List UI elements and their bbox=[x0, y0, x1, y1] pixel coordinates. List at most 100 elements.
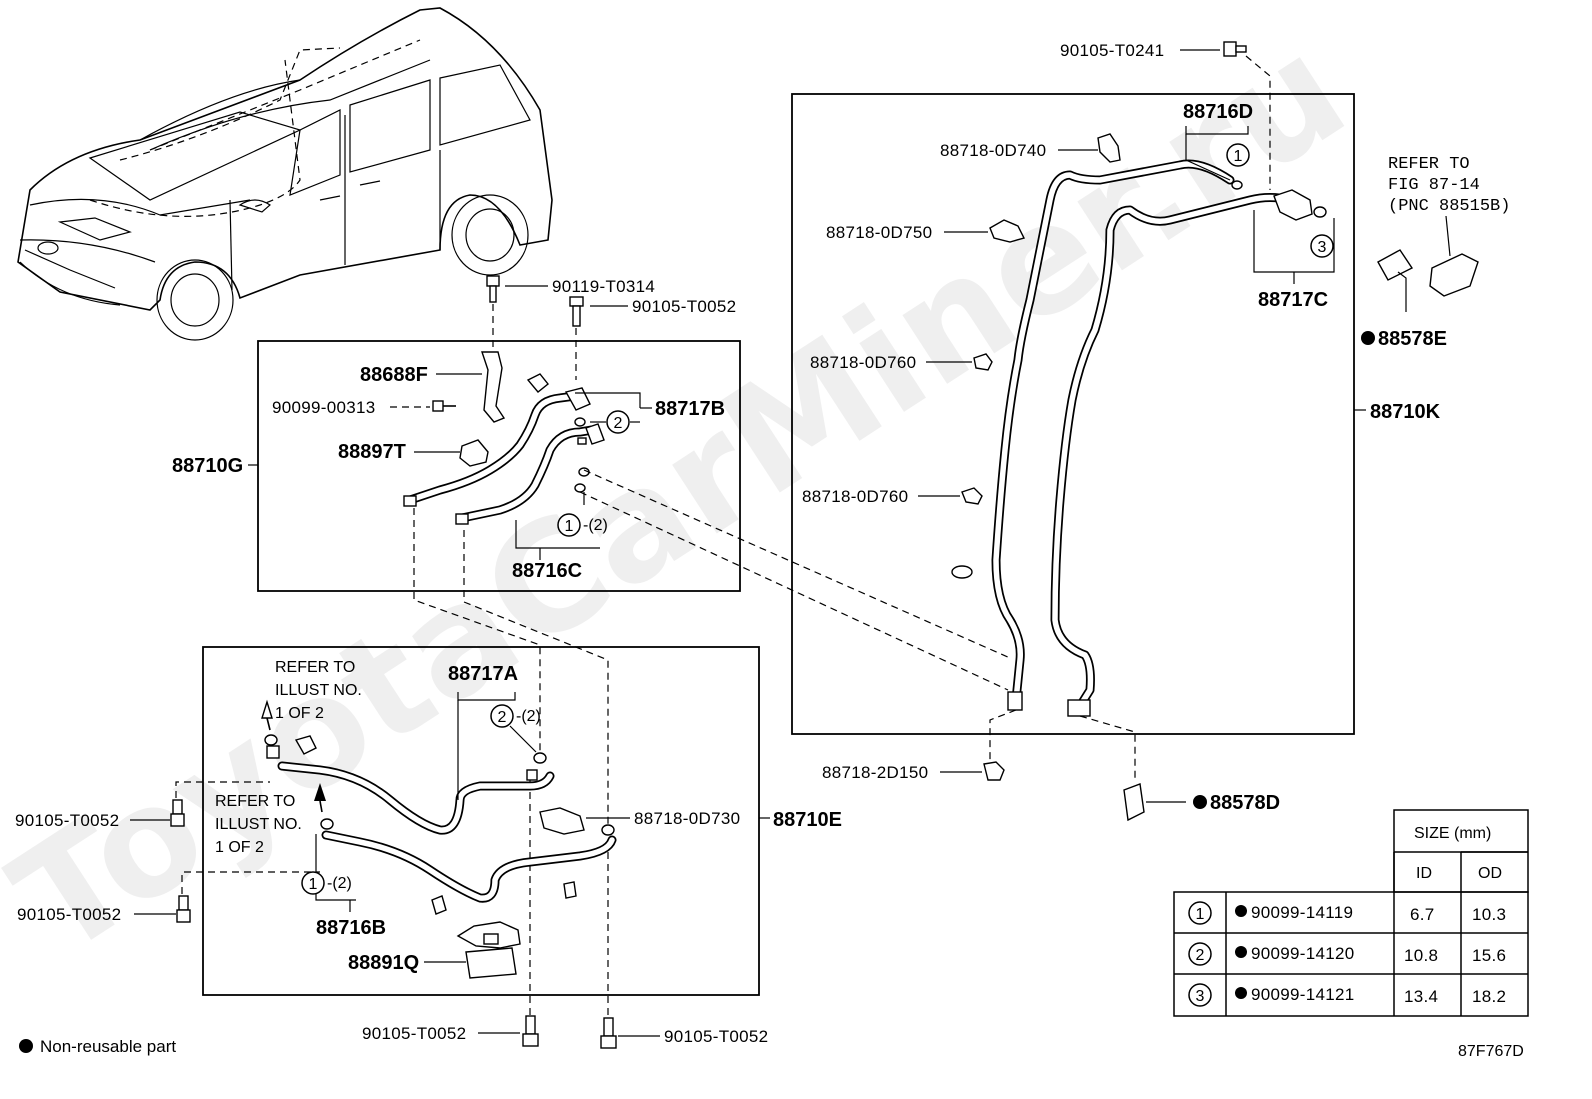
clamp-88718-0D750 bbox=[989, 219, 1026, 243]
row-2-part: 90099-14120 bbox=[1251, 944, 1355, 963]
row-2-ref: 2 bbox=[1196, 947, 1205, 964]
refer-illust-a-line3: 1 OF 2 bbox=[275, 705, 324, 722]
row-1-od: 10.3 bbox=[1472, 905, 1506, 924]
size-table-col-od: OD bbox=[1478, 865, 1502, 882]
bolt-90105-T0052-left1 bbox=[170, 799, 185, 827]
label-90105-T0052-bottom2: 90105-T0052 bbox=[664, 1027, 768, 1046]
refer-illust-b-line3: 1 OF 2 bbox=[215, 839, 264, 856]
arrow-refer-b bbox=[314, 783, 326, 801]
refer-illust-a-line1: REFER TO bbox=[275, 659, 355, 676]
grommet-ring bbox=[951, 565, 973, 579]
size-table-row-3: 3 90099-14121 13.4 18.2 bbox=[1188, 983, 1506, 1007]
bracket-88688F bbox=[481, 351, 506, 423]
assembly-box-88710K bbox=[791, 93, 1355, 735]
clip-e1 bbox=[431, 895, 447, 915]
label-90105-T0052-left1: 90105-T0052 bbox=[15, 811, 119, 830]
bolt-90119-T0314 bbox=[486, 275, 500, 352]
screw-90099-00313 bbox=[432, 400, 456, 412]
label-90099-00313: 90099-00313 bbox=[272, 398, 376, 417]
label-88717A: 88717A bbox=[448, 663, 518, 685]
label-88718-0D740: 88718-0D740 bbox=[940, 141, 1046, 160]
refer-illust-b-line2: ILLUST NO. bbox=[215, 816, 302, 833]
label-90119-T0314: 90119-T0314 bbox=[552, 277, 655, 296]
label-88710G: 88710G bbox=[172, 455, 243, 477]
refer-fig-line3: (PNC 88515B) bbox=[1388, 197, 1510, 216]
bolt-90105-T0052-bottom1 bbox=[522, 1015, 539, 1047]
size-table-header: SIZE (mm) bbox=[1414, 825, 1491, 842]
refer-fig-line2: FIG 87-14 bbox=[1388, 176, 1480, 195]
clip-e2 bbox=[563, 881, 577, 899]
size-table-row-1: 1 90099-14119 6.7 10.3 bbox=[1188, 901, 1506, 925]
tube-88716D bbox=[991, 159, 1235, 705]
label-88578D: 88578D bbox=[1210, 792, 1280, 814]
clamp-88718-0D760a bbox=[973, 353, 993, 371]
label-88716B: 88716B bbox=[316, 917, 386, 939]
size-table-row-2: 2 90099-14120 10.8 15.6 bbox=[1188, 942, 1506, 966]
tube-88717C bbox=[1050, 193, 1295, 711]
clamp-88718-2D150 bbox=[983, 761, 1005, 781]
ref-circle-3-top: 3 bbox=[1318, 239, 1327, 256]
label-88718-2D150: 88718-2D150 bbox=[822, 763, 928, 782]
tube-88717B bbox=[405, 391, 580, 505]
row-2-od: 15.6 bbox=[1472, 946, 1506, 965]
ref-circle-2-mid: 2 bbox=[614, 415, 623, 432]
label-88710E: 88710E bbox=[773, 809, 842, 831]
row-1-ref: 1 bbox=[1196, 906, 1205, 923]
refer-illust-b-line1: REFER TO bbox=[215, 793, 295, 810]
label-90105-T0052-left2: 90105-T0052 bbox=[17, 905, 121, 924]
ref-circle-1-low: 1 bbox=[309, 876, 318, 893]
label-88716C: 88716C bbox=[512, 560, 582, 582]
tube-88716B bbox=[321, 830, 617, 903]
bolt-90105-T0052-left2 bbox=[176, 895, 191, 923]
ref-circle-2-low: 2 bbox=[498, 709, 507, 726]
label-88710K: 88710K bbox=[1370, 401, 1441, 423]
size-table bbox=[1173, 809, 1529, 1017]
clamp-88718-0D740 bbox=[1097, 133, 1121, 163]
tube-88717A bbox=[277, 761, 555, 835]
label-tag-88578E bbox=[1377, 249, 1414, 281]
label-88897T: 88897T bbox=[338, 441, 406, 463]
label-88718-0D760a: 88718-0D760 bbox=[810, 353, 916, 372]
watermark: ToyotaCarMiner.ru bbox=[0, 3, 1375, 990]
label-90105-T0052-top: 90105-T0052 bbox=[632, 297, 736, 316]
row-1-part: 90099-14119 bbox=[1251, 903, 1353, 922]
label-90105-T0052-bottom1: 90105-T0052 bbox=[362, 1024, 466, 1043]
clamp-88718-0D760b bbox=[961, 487, 983, 505]
label-88688F: 88688F bbox=[360, 364, 428, 386]
refer-fig-line1: REFER TO bbox=[1388, 155, 1470, 174]
ref-qty-2-low: -(2) bbox=[516, 708, 541, 725]
clamp-88897T bbox=[459, 439, 489, 467]
ref-qty-1-mid: -(2) bbox=[583, 517, 608, 534]
assembly-box-88710E bbox=[202, 646, 760, 996]
assembly-box-88710G bbox=[257, 340, 741, 592]
tube-88716C bbox=[457, 425, 597, 523]
label-tag-88578D bbox=[1123, 783, 1145, 822]
row-3-ref: 3 bbox=[1196, 988, 1205, 1005]
label-88717B: 88717B bbox=[655, 398, 725, 420]
ref-circle-1-top: 1 bbox=[1234, 148, 1243, 165]
row-3-part: 90099-14121 bbox=[1251, 985, 1355, 1004]
bolt-90105-T0241 bbox=[1223, 41, 1247, 57]
label-88891Q: 88891Q bbox=[348, 952, 419, 974]
bracket-88891Q bbox=[456, 921, 521, 979]
row-3-od: 18.2 bbox=[1472, 987, 1506, 1006]
label-88716D: 88716D bbox=[1183, 101, 1253, 123]
refer-illust-a-line2: ILLUST NO. bbox=[275, 682, 362, 699]
bolt-90105-T0052-bottom2 bbox=[600, 1017, 617, 1049]
label-90105-T0241: 90105-T0241 bbox=[1060, 41, 1164, 60]
figure-id: 87F767D bbox=[1458, 1043, 1524, 1060]
label-88718-0D750: 88718-0D750 bbox=[826, 223, 932, 242]
ref-circle-1-mid: 1 bbox=[565, 518, 574, 535]
row-2-id: 10.8 bbox=[1404, 946, 1438, 965]
size-table-col-id: ID bbox=[1416, 865, 1432, 882]
row-1-id: 6.7 bbox=[1410, 905, 1435, 924]
row-3-id: 13.4 bbox=[1404, 987, 1438, 1006]
bolt-90105-T0052-top bbox=[569, 296, 584, 380]
label-88578E: 88578E bbox=[1378, 328, 1447, 350]
label-88718-0D730: 88718-0D730 bbox=[634, 809, 740, 828]
ref-qty-1-low: -(2) bbox=[327, 875, 352, 892]
label-88717C: 88717C bbox=[1258, 289, 1328, 311]
label-88718-0D760b: 88718-0D760 bbox=[802, 487, 908, 506]
legend-text: Non-reusable part bbox=[40, 1037, 176, 1056]
